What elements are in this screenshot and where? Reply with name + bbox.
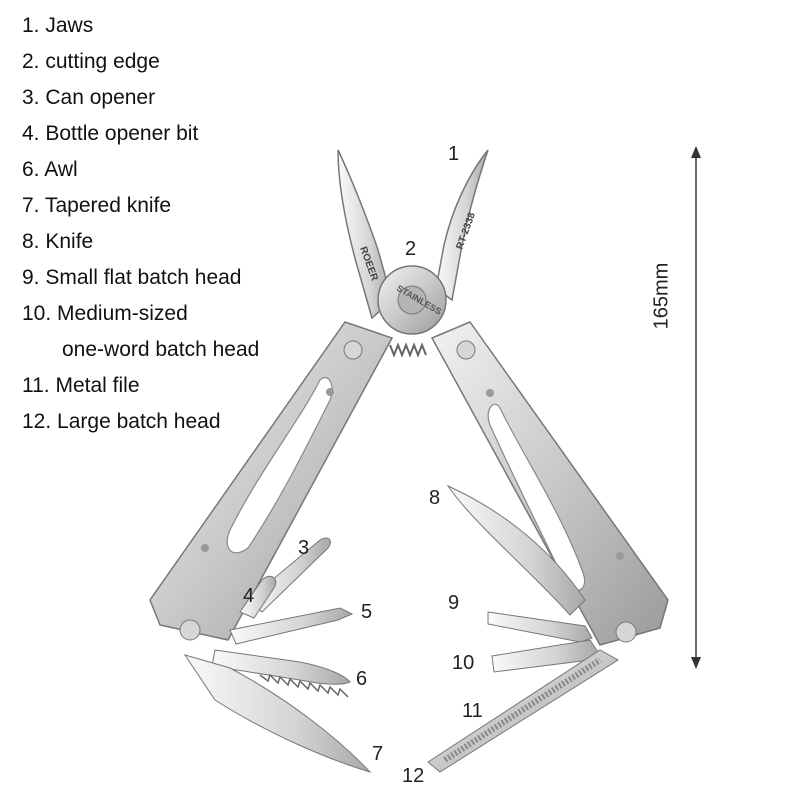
legend-number: 8. [22,230,40,253]
file-texture [443,657,602,763]
callout-1: 1 [448,143,460,165]
knife [446,484,586,616]
legend-number: 11. [22,374,50,397]
rivet [201,544,209,552]
dimension-line [691,146,701,669]
legend-number: 2. [22,50,40,73]
bottle-opener-bit [239,575,277,619]
screwdriver-bit [229,607,354,645]
legend-number: 6. [22,158,40,181]
legend-number: 12. [22,410,52,433]
legend-text: cutting edge [45,50,160,73]
legend-item: one-word batch head [22,332,259,368]
legend-text: Awl [44,158,78,181]
jaws: ROEER RT-2338 [337,149,489,320]
legend-item: 3. Can opener [22,80,259,116]
awl [211,649,351,685]
tapered-knife [183,654,372,774]
right-tools [427,484,619,773]
legend-item: 8. Knife [22,224,259,260]
legend-text: Tapered knife [44,194,172,217]
legend-text: one-word batch head [62,338,260,361]
pivot: STAINLESS [377,265,447,358]
spring [389,342,427,358]
rivet [615,621,637,643]
serrated-edge [259,673,349,698]
callout-7: 7 [372,743,384,765]
legend-number: 3. [22,86,40,109]
legend-text: Small flat batch head [45,266,242,289]
callout-9: 9 [448,592,460,614]
callout-5: 5 [361,601,373,623]
legend-item: 1. Jaws [22,8,259,44]
legend-item: 11. Metal file [22,368,259,404]
rivet [616,552,624,560]
right-handle [430,321,669,646]
legend-item: 10. Medium-sized [22,296,259,332]
legend-number: 4. [22,122,40,145]
callout-4: 4 [243,585,255,607]
rivet [179,619,201,641]
legend-text: Bottle opener bit [45,122,199,145]
rivet [326,388,334,396]
callout-8: 8 [429,487,441,509]
legend-item: 4. Bottle opener bit [22,116,259,152]
rivet [456,340,476,360]
callout-3: 3 [298,537,310,559]
legend-item: 12. Large batch head [22,404,259,440]
rivet [343,340,363,360]
legend-text: Medium-sized [57,302,188,325]
legend-item: 2. cutting edge [22,44,259,80]
legend-number: 1. [22,14,40,37]
legend-item: 6. Awl [22,152,259,188]
callout-11: 11 [462,700,483,722]
callout-2: 2 [405,238,417,260]
legend-text: Large batch head [57,410,221,433]
legend-text: Jaws [45,14,94,37]
legend-text: Metal file [55,374,140,397]
legend-text: Can opener [45,86,156,109]
callout-12: 12 [402,765,425,787]
left-handle-cutout [226,377,333,554]
rivet [486,389,494,397]
small-flat-bit [487,611,593,643]
legend-number: 9. [22,266,40,289]
legend-item: 7. Tapered knife [22,188,259,224]
left-tools [183,537,372,774]
legend-text: Knife [45,230,94,253]
legend-number: 7. [22,194,40,217]
dimension-label: 165mm [650,262,673,330]
callout-6: 6 [356,668,368,690]
legend-number: 10. [22,302,52,325]
left-handle [149,321,394,641]
callout-10: 10 [452,652,475,674]
legend-item: 9. Small flat batch head [22,260,259,296]
